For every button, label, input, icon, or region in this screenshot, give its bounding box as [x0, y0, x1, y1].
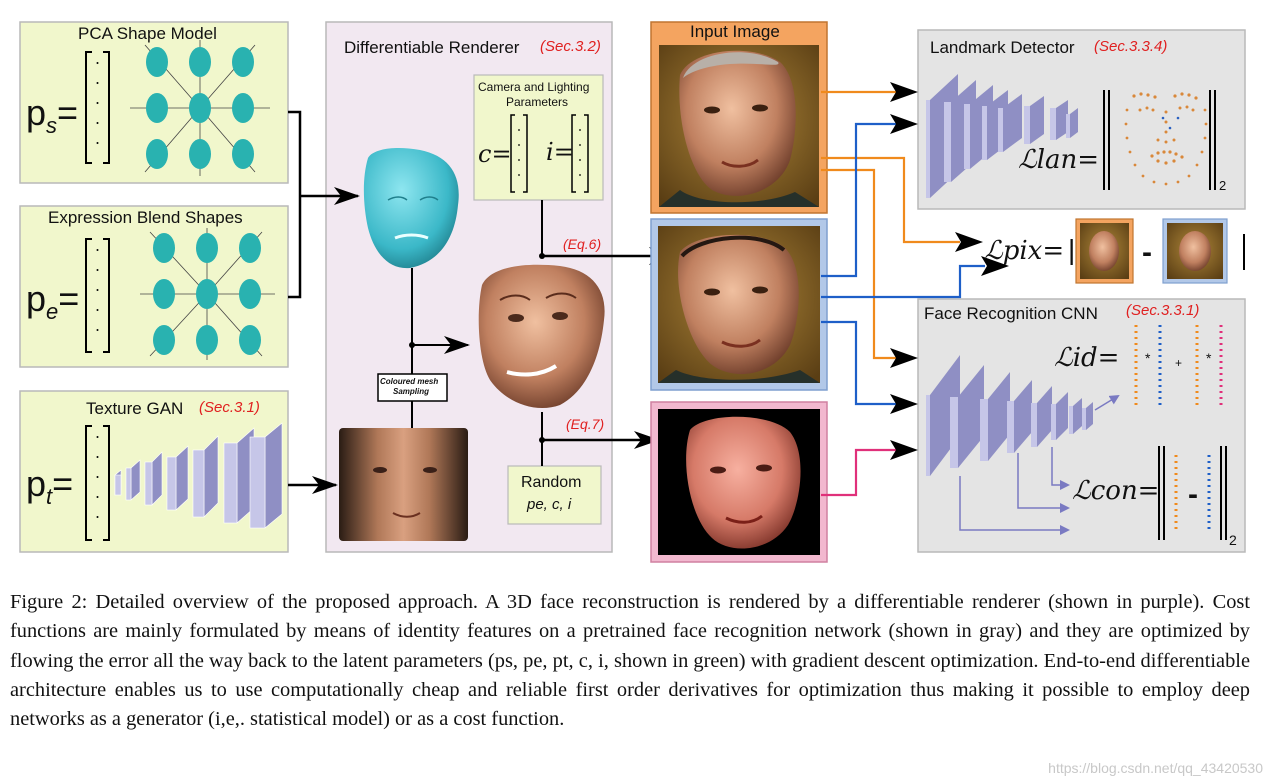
random-params: pe, c, i: [527, 496, 572, 513]
con-norm: [1158, 446, 1227, 540]
con-norm-sub: 2: [1229, 532, 1237, 548]
pe-vector: [85, 238, 110, 353]
texture-map: [339, 428, 468, 541]
pca-faces: [146, 47, 254, 169]
junction-dot: [409, 342, 415, 348]
id-loss: ℒid=: [1054, 343, 1120, 373]
texture-render-image: [658, 409, 820, 555]
mesh-sampling-line1: Coloured mesh: [380, 377, 439, 386]
camera-i-label: i=: [546, 138, 574, 166]
mesh-head: [363, 147, 459, 269]
landmark-title: Landmark Detector: [930, 38, 1075, 57]
landmark-network: [926, 74, 1078, 198]
camera-vector-dots: [518, 129, 581, 176]
facerec-section: (Sec.3.3.1): [1126, 302, 1200, 319]
watermark: https://blog.csdn.net/qq_43420530: [1048, 760, 1263, 776]
renderer-title: Differentiable Renderer: [344, 38, 520, 57]
mesh-sampling-line2: Sampling: [393, 387, 430, 396]
pink-arrows: [821, 448, 900, 497]
input-image-title: Input Image: [690, 22, 780, 41]
pt-vector: [85, 425, 110, 541]
id-dot-product-1: *: [1145, 350, 1151, 366]
texture-gan-section: (Sec.3.1): [199, 399, 260, 416]
pix-minus: -: [1142, 236, 1152, 269]
camera-title-line1: Camera and Lighting: [478, 80, 590, 94]
id-feature-vectors: [1134, 325, 1223, 405]
input-image: [659, 45, 819, 207]
camera-c-label: c=: [478, 140, 512, 168]
ps-vector: [85, 51, 110, 164]
pt-label: pt=: [26, 463, 74, 510]
pix-thumb-input-face: [1089, 231, 1119, 271]
texture-gan-network: [114, 422, 283, 529]
random-title: Random: [521, 474, 582, 491]
camera-vectors: [510, 114, 589, 193]
pix-loss: ℒpix=: [984, 236, 1065, 266]
landmark-norm-sub: 2: [1219, 178, 1227, 193]
random-box: [507, 465, 602, 525]
ps-label: ps=: [26, 92, 79, 139]
pca-title: PCA Shape Model: [78, 24, 217, 43]
eq7-label: (Eq.7): [566, 416, 605, 432]
facerec-network: [926, 355, 1093, 476]
con-feature-vectors: [1174, 455, 1211, 530]
renderer-section: (Sec.3.2): [540, 38, 601, 55]
landmark-points-blue: [1161, 116, 1180, 130]
arrowheads: [890, 82, 1009, 460]
figure-caption: Figure 2: Detailed overview of the propo…: [10, 591, 1250, 731]
landmark-section: (Sec.3.3.4): [1094, 38, 1168, 55]
vector-dots: [96, 62, 99, 518]
blue-arrows: [821, 122, 985, 406]
id-plus: +: [1175, 356, 1183, 370]
renderer-wiring: [411, 200, 543, 466]
facerec-feature-arrows: [959, 394, 1120, 535]
input-arrows: [288, 110, 360, 494]
con-loss: ℒcon=: [1072, 476, 1160, 506]
landmark-loss: ℒlan=: [1018, 145, 1100, 175]
pe-label: pe=: [26, 278, 80, 325]
texture-gan-title: Texture GAN: [86, 399, 184, 418]
camera-box: [473, 74, 604, 201]
rendered-overlay-image: [658, 226, 820, 383]
mesh-sampling-box[interactable]: [377, 373, 448, 402]
expression-title: Expression Blend Shapes: [48, 208, 243, 227]
pix-thumb-render-face: [1179, 231, 1211, 271]
landmark-norm: [1103, 90, 1216, 190]
pix-abs-open: |: [1068, 234, 1076, 265]
expr-faces: [153, 233, 261, 355]
rendered-face: [478, 264, 605, 409]
id-dot-product-2: *: [1206, 350, 1212, 366]
con-minus: -: [1188, 478, 1198, 511]
eq6-label: (Eq.6): [563, 236, 602, 252]
facerec-title: Face Recognition CNN: [924, 304, 1098, 323]
orange-arrows: [821, 90, 960, 360]
camera-title-line2: Parameters: [506, 95, 569, 109]
landmark-points: [1124, 92, 1208, 186]
